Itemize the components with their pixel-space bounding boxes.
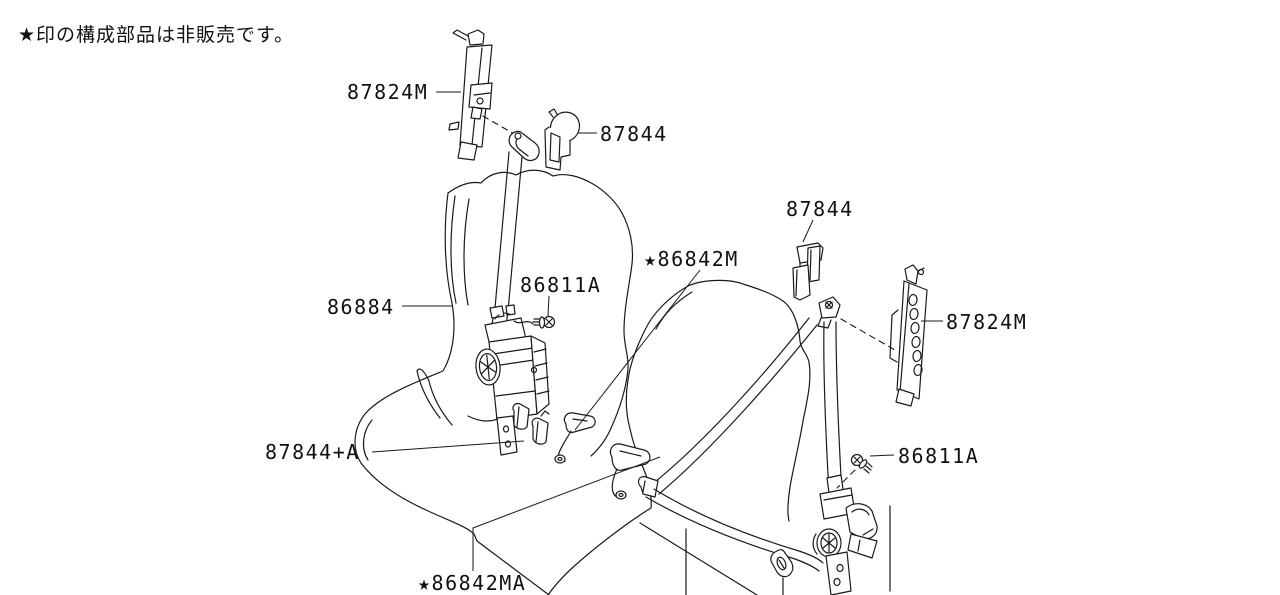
leader-lines bbox=[371, 91, 943, 571]
anchor-bolt-left bbox=[513, 315, 556, 329]
belt-tongue-right bbox=[609, 443, 651, 500]
label-guide-top: 87844 bbox=[600, 122, 668, 146]
label-anchor-bolt-left: 86811A bbox=[520, 273, 601, 297]
label-anchor-bolt-right: 86811A bbox=[898, 444, 979, 468]
left-seat-belt-webbing bbox=[416, 151, 523, 426]
upper-belt-anchor-left bbox=[508, 130, 540, 162]
label-guide-right: 87844 bbox=[786, 197, 854, 221]
height-adjuster-left bbox=[448, 29, 517, 161]
height-adjuster-right bbox=[840, 264, 928, 407]
label-belt-assy-left: ★86842MA bbox=[418, 571, 526, 595]
belt-tongue-left bbox=[554, 412, 596, 464]
anchor-bolt-right bbox=[836, 453, 873, 489]
label-belt-assy-right: ★86842M bbox=[644, 247, 739, 271]
left-belt-retractor bbox=[475, 304, 550, 456]
label-shoulder-webbing: 86884 bbox=[327, 295, 395, 319]
right-seat-belt bbox=[637, 296, 843, 572]
floor-clip-87844A bbox=[512, 402, 550, 445]
label-adjuster-left: 87824M bbox=[347, 80, 428, 104]
right-belt-retractor bbox=[812, 474, 878, 595]
belt-guide-clip-top bbox=[544, 108, 581, 171]
label-adjuster-right: 87824M bbox=[946, 310, 1027, 334]
left-seat-outline bbox=[354, 169, 634, 595]
footnote-not-sold-separately: ★印の構成部品は非販売です。 bbox=[18, 24, 295, 46]
label-floor-clip: 87844+A bbox=[265, 440, 360, 464]
belt-grommet bbox=[770, 549, 794, 595]
part-labels: 87824M 87844 87844 ★86842M 86884 86811A … bbox=[265, 80, 1027, 595]
belt-guide-clip-right bbox=[792, 242, 824, 301]
